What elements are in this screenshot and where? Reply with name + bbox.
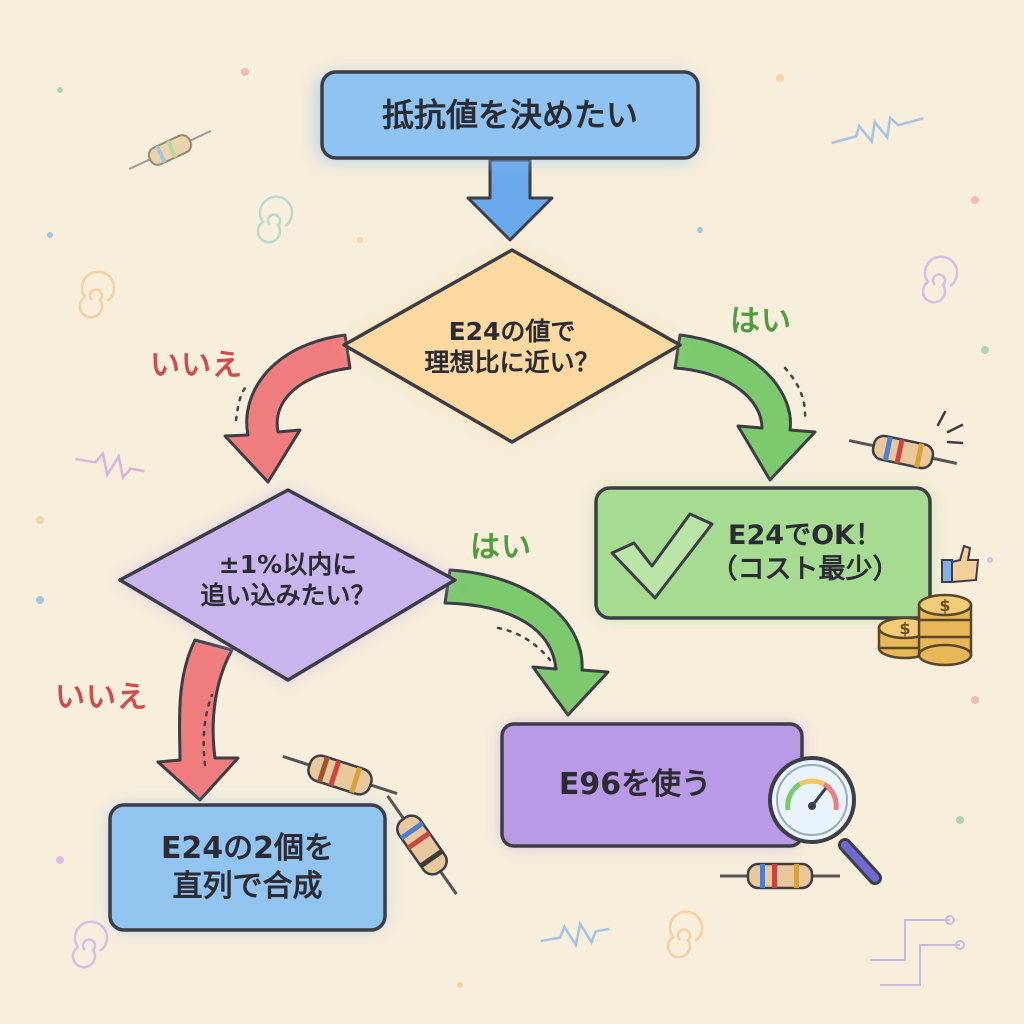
resistor-icon bbox=[720, 862, 840, 890]
checkmark-icon bbox=[610, 512, 714, 600]
spiral-icon bbox=[921, 255, 959, 304]
result-series bbox=[108, 803, 387, 932]
svg-text:$: $ bbox=[899, 619, 910, 638]
resistor-icon bbox=[282, 754, 398, 796]
magnifier-gauge-icon bbox=[768, 756, 882, 885]
q2-line1: ±1%以内に bbox=[218, 549, 358, 579]
q1-no-label: いいえ bbox=[150, 348, 243, 383]
e96-text: E96を使う bbox=[558, 767, 712, 803]
dots bbox=[36, 68, 993, 988]
resistor-icon bbox=[848, 434, 958, 470]
spiral-icon bbox=[256, 195, 294, 244]
result-e24-ok bbox=[594, 486, 932, 620]
spiral-icon bbox=[666, 910, 704, 959]
q2-line2: 追い込みたい？ bbox=[200, 581, 376, 610]
arrow-q1-no bbox=[223, 333, 352, 484]
resistor-symbol-icon bbox=[540, 920, 610, 949]
q2-yes-label: はい bbox=[470, 530, 532, 565]
thumbs-up-icon bbox=[941, 544, 980, 584]
arrow-q2-no bbox=[156, 638, 240, 802]
q2-label: ±1%以内に 追い込みたい？ bbox=[160, 530, 416, 630]
arrow-q2-yes bbox=[443, 568, 610, 717]
q1-yes-label: はい bbox=[730, 304, 792, 339]
q1-label: E24の値で 理想比に近い？ bbox=[380, 292, 644, 402]
resistor-icon bbox=[128, 130, 212, 170]
arrow-q1-yes bbox=[673, 333, 817, 482]
resistor-symbol-icon bbox=[831, 115, 924, 145]
e96-label: E96を使う bbox=[510, 724, 760, 846]
decision-q1 bbox=[342, 248, 682, 444]
sparkle-lines bbox=[936, 410, 964, 445]
q1-line1: E24の値で bbox=[448, 316, 576, 346]
circuit-trace-icon bbox=[870, 915, 965, 986]
ok-line1: E24でOK！ bbox=[728, 520, 882, 552]
series-label: E24の2個を 直列で合成 bbox=[110, 805, 385, 930]
spiral-icon bbox=[78, 270, 116, 319]
resistor-icon bbox=[386, 794, 458, 896]
start-node-label: 抵抗値を決めたい bbox=[322, 72, 698, 158]
decision-q2 bbox=[118, 488, 457, 682]
ok-label: E24でOK！ （コスト最少） bbox=[690, 500, 920, 606]
q1-line2: 理想比に近い？ bbox=[424, 348, 600, 377]
coins-icon: $ $ bbox=[877, 593, 973, 667]
resistor-symbol-icon bbox=[75, 450, 145, 481]
start-text: 抵抗値を決めたい bbox=[381, 96, 638, 134]
arrow-start-to-q1 bbox=[466, 158, 554, 242]
background-doodles bbox=[36, 68, 993, 988]
series-line2: 直列で合成 bbox=[172, 868, 323, 904]
q2-no-label: いいえ bbox=[55, 680, 148, 715]
start-node bbox=[316, 70, 700, 162]
svg-text:$: $ bbox=[939, 596, 950, 615]
ok-line2: （コスト最少） bbox=[710, 554, 900, 585]
series-line1: E24の2個を bbox=[160, 831, 335, 866]
spiral-icon bbox=[71, 920, 109, 969]
motion-dashes bbox=[202, 366, 807, 767]
